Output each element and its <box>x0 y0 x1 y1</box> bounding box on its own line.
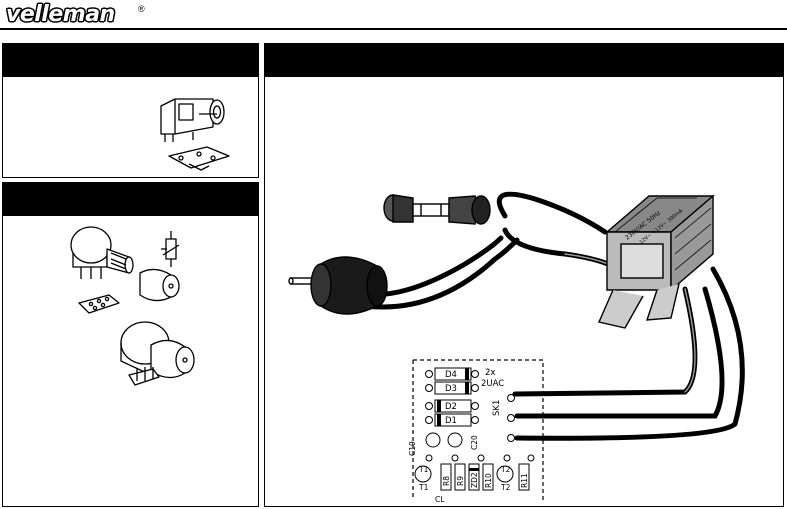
fuse-holder <box>383 194 491 225</box>
pcb-label-t2-top: T2 <box>500 465 511 474</box>
potentiometer-panel-header <box>3 183 258 216</box>
registered-mark: ® <box>138 4 145 14</box>
pcb-label-r8: R8 <box>442 476 451 486</box>
wiring-illustration: 230V/AC 50Hz 12V~ +12V~ 300mA <box>288 191 745 504</box>
pcb-layout: D4 D3 D2 D1 2x 2UAC SK1 C19 C20 CL T1 T1… <box>408 359 544 504</box>
pcb-label-t1-top: T1 <box>418 465 429 474</box>
pcb-label-c20: C20 <box>470 435 479 450</box>
mains-plug <box>288 256 388 315</box>
pcb-label-zd2: ZD2 <box>470 472 479 488</box>
potentiometer-illustration <box>70 226 195 386</box>
pcb-label-d2: D2 <box>445 402 457 412</box>
wiring-panel: 230V/AC 50Hz 12V~ +12V~ 300mA <box>264 43 784 507</box>
velleman-logo: velleman <box>6 2 115 27</box>
pcb-label-t1-bottom: T1 <box>418 483 429 492</box>
connector-panel <box>2 43 259 178</box>
pcb-label-c19: C19 <box>408 441 417 456</box>
pcb-label-d1: D1 <box>445 416 457 426</box>
connector-panel-header <box>3 44 258 77</box>
pcb-label-r11: R11 <box>520 473 529 488</box>
pcb-label-rect-count: 2x <box>485 368 495 378</box>
pcb-label-t2-bottom: T2 <box>500 483 511 492</box>
transformer: 230V/AC 50Hz 12V~ +12V~ 300mA <box>598 194 715 329</box>
pcb-label-r10: R10 <box>484 473 493 488</box>
pcb-label-cl: CL <box>435 495 445 504</box>
connector-illustration <box>160 98 230 171</box>
pcb-label-d3: D3 <box>445 384 457 394</box>
potentiometer-panel <box>2 182 259 507</box>
pcb-label-d4: D4 <box>445 370 457 380</box>
pcb-label-rect-type: 2UAC <box>481 379 504 389</box>
header-rule <box>0 28 787 30</box>
pcb-label-r9: R9 <box>456 476 465 486</box>
wiring-panel-header <box>265 44 783 77</box>
pcb-label-sk1: SK1 <box>492 400 502 416</box>
